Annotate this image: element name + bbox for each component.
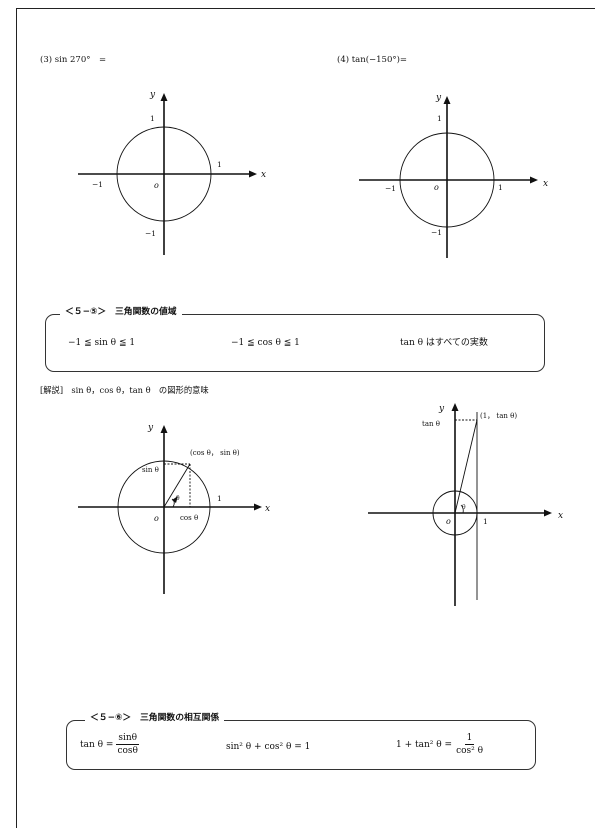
- origin-label: o: [434, 183, 439, 192]
- cos-range: −1 ≦ cos θ ≦ 1: [231, 338, 300, 348]
- range-box-title: ＜５−⑤＞ 三角関数の値域: [60, 308, 182, 317]
- formula-tan-sec: 1 + tan² θ = 1 cos² θ: [396, 733, 485, 756]
- y-axis-label: y: [149, 90, 156, 100]
- tick-y-1: 1: [150, 114, 155, 123]
- origin-label: o: [154, 181, 159, 190]
- x-axis-label: x: [558, 511, 563, 521]
- formula-tan-sec-numerator: 1: [464, 733, 475, 745]
- point-label: (cos θ， sin θ): [190, 449, 240, 457]
- y-axis-label: y: [435, 93, 442, 103]
- tick-x-neg1: −1: [385, 184, 396, 193]
- tan-label: tan θ: [422, 420, 440, 428]
- tick-x-1: 1: [217, 160, 222, 169]
- title-rule: [250, 314, 508, 315]
- theta-label: θ: [176, 495, 180, 502]
- cos-label: cos θ: [180, 514, 198, 522]
- x-axis-label: x: [543, 179, 548, 189]
- sin-range: −1 ≦ sin θ ≦ 1: [68, 338, 136, 348]
- point-label: (1， tan θ): [480, 412, 517, 420]
- explanation-heading: [解説] sin θ，cos θ，tan θ の図形的意味: [40, 385, 209, 395]
- tick-y-neg1: −1: [431, 228, 442, 237]
- tick-x-1: 1: [498, 183, 503, 192]
- formula-tan-denominator: cosθ: [117, 746, 138, 756]
- x-axis-label: x: [261, 170, 266, 180]
- formula-tan: tan θ = sinθ cosθ: [80, 733, 140, 756]
- origin-label: o: [154, 514, 159, 523]
- tick-x-1: 1: [217, 494, 222, 503]
- problem-4: (4) tan(−150°)=: [337, 55, 408, 65]
- title-rule: [300, 720, 488, 721]
- y-axis-label: y: [438, 404, 445, 414]
- formula-tan-lhs: tan θ =: [80, 739, 114, 750]
- tan-range: tan θ はすべての実数: [400, 338, 488, 348]
- tick-y-1: 1: [437, 114, 442, 123]
- tick-x-neg1: −1: [92, 180, 103, 189]
- tick-x-1: 1: [483, 517, 488, 526]
- formula-tan-sec-fraction: 1 cos² θ: [454, 733, 485, 756]
- theta-label: θ: [462, 504, 466, 511]
- sin-label: sin θ: [142, 466, 159, 474]
- formula-pythagorean: sin² θ + cos² θ = 1: [226, 742, 311, 752]
- x-axis-label: x: [265, 504, 270, 514]
- page-frame: [16, 8, 595, 828]
- origin-label: o: [446, 517, 451, 526]
- y-axis-label: y: [147, 423, 154, 433]
- formula-tan-fraction: sinθ cosθ: [115, 733, 140, 756]
- tick-y-neg1: −1: [145, 229, 156, 238]
- relation-box-title: ＜５−⑥＞ 三角関数の相互関係: [85, 714, 225, 723]
- formula-tan-sec-denominator: cos² θ: [456, 746, 484, 756]
- problem-3: (3) sin 270° =: [40, 55, 107, 65]
- formula-tan-sec-lhs: 1 + tan² θ =: [396, 739, 453, 750]
- formula-tan-numerator: sinθ: [116, 733, 140, 745]
